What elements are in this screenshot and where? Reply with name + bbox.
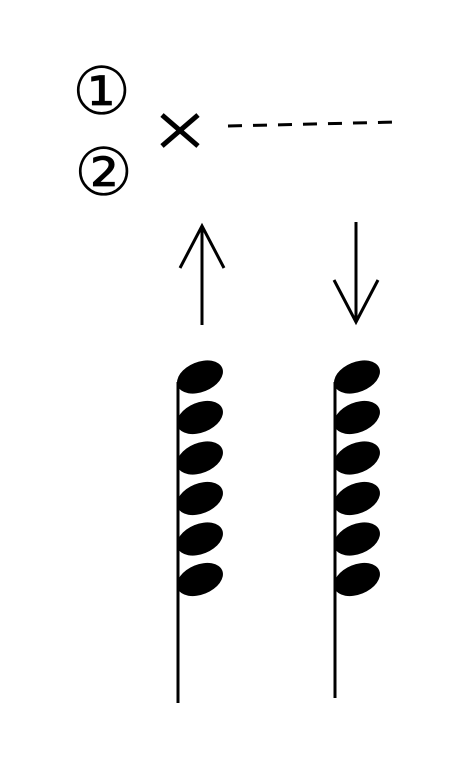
- mute-x-icon: [160, 113, 200, 148]
- chord-notes-right: [333, 360, 380, 698]
- string-number-2: ②: [74, 134, 133, 211]
- notehead: [177, 441, 223, 475]
- notehead: [334, 441, 380, 475]
- notehead: [334, 522, 380, 556]
- up-arrow-icon: [178, 222, 226, 325]
- notehead: [177, 562, 223, 597]
- notehead: [334, 562, 380, 597]
- notehead: [334, 360, 380, 394]
- string-number-1: ①: [72, 53, 131, 130]
- notehead: [177, 360, 223, 394]
- notehead: [177, 522, 223, 556]
- down-arrow-icon: [332, 222, 380, 326]
- notehead: [177, 400, 223, 435]
- dashed-continuation-line: [227, 120, 399, 128]
- notehead: [177, 481, 223, 516]
- chord-notes-left: [176, 360, 223, 703]
- notehead: [334, 481, 380, 516]
- notehead: [334, 400, 380, 435]
